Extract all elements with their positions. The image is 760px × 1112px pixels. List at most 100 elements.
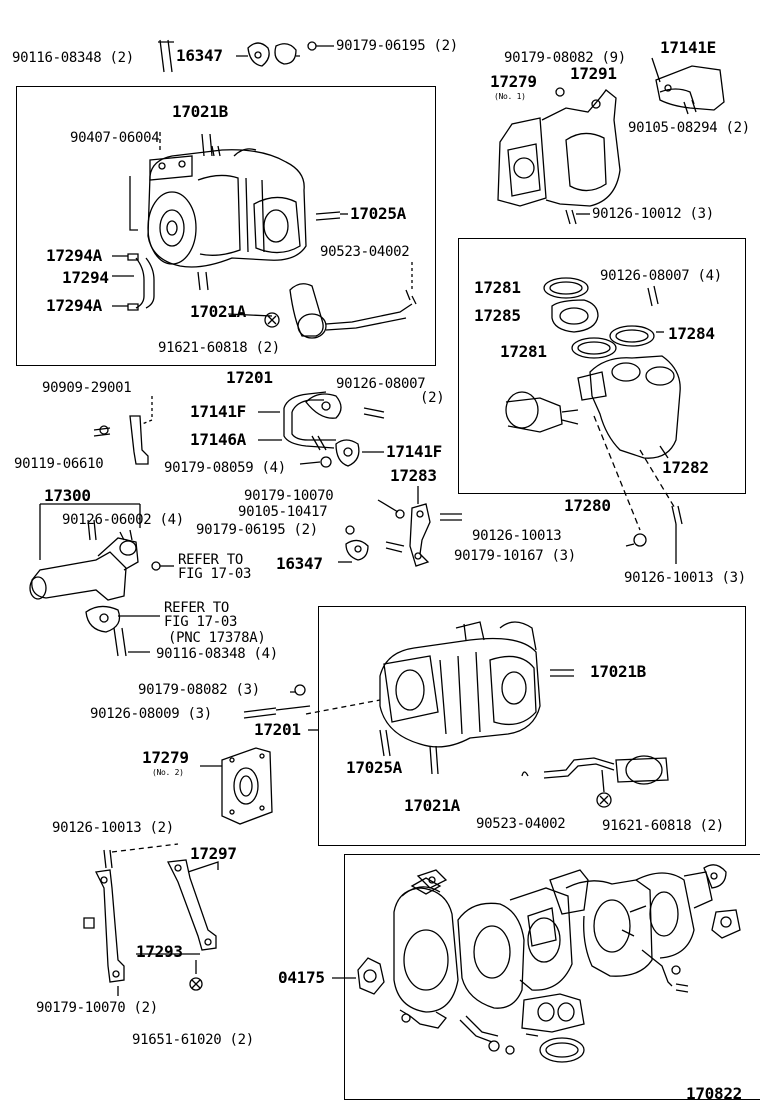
- actuator-lower: [544, 756, 668, 807]
- callout-17280: 17280: [564, 496, 611, 515]
- callout-17300: 17300: [44, 486, 91, 505]
- callout-90179-08059: 90179-08059 (4): [164, 460, 286, 476]
- callout-17025a-upper: 17025A: [350, 204, 406, 223]
- callout-90179-06195-top: 90179-06195 (2): [336, 38, 458, 54]
- stud-17025a-lower: [380, 730, 390, 756]
- callout-90116-08348-mid: 90116-08348 (4): [156, 646, 278, 662]
- figure-number: 170822: [686, 1084, 742, 1103]
- callout-04175: 04175: [278, 968, 325, 987]
- callout-no1-note: (No. 1): [494, 92, 526, 101]
- callout-17279-no2: 17279: [142, 748, 189, 767]
- callout-90523-04002-lower: 90523-04002: [476, 816, 566, 832]
- callout-16347-top: 16347: [176, 46, 223, 65]
- gasket-ring-17284: [610, 326, 654, 346]
- turbocharger-upper: [148, 146, 306, 267]
- callout-pnc-17378a: (PNC 17378A): [168, 630, 266, 646]
- callout-17021a-upper: 17021A: [190, 302, 246, 321]
- manifold-17282: [578, 356, 680, 458]
- nut-90179-10167: [634, 534, 646, 546]
- bracket-90909-29001: [130, 396, 152, 464]
- stud-top-left: [158, 40, 174, 72]
- clip-90523-lower: [522, 772, 528, 776]
- nut-90179-08059: [321, 457, 331, 467]
- nut-90179-06195-mid: [346, 526, 354, 534]
- callout-16347-mid: 16347: [276, 554, 323, 573]
- callout-17281-mid: 17281: [500, 342, 547, 361]
- callout-90126-10012: 90126-10012 (3): [592, 206, 714, 222]
- callout-refer-to-2: REFER TO: [164, 600, 230, 616]
- nut-90179-10070-lower: [84, 918, 94, 928]
- callout-17141e: 17141E: [660, 38, 716, 57]
- callout-90126-10013-manifold: 90126-10013 (3): [624, 570, 746, 586]
- callout-17294: 17294: [62, 268, 109, 287]
- heat-shield-17141e: [656, 66, 724, 114]
- callout-17291: 17291: [570, 64, 617, 83]
- callout-17285: 17285: [474, 306, 521, 325]
- exhaust-manifold-17279-no2: [222, 748, 272, 824]
- oil-pipe-17141f-17146a: [284, 392, 359, 466]
- callout-90116-08348-top: 90116-08348 (2): [12, 50, 134, 66]
- stud-90126-08007-mid: [364, 408, 384, 418]
- gasket-16347-top: [248, 43, 296, 66]
- callout-17141f-top: 17141F: [190, 402, 246, 421]
- callout-fig-17-03-2: FIG 17-03: [164, 614, 238, 630]
- stud-90126-10013-lower: [104, 850, 112, 868]
- callout-no2-note: (No. 2): [152, 768, 184, 777]
- bracket-17293: [96, 870, 124, 982]
- bolt-91651: [190, 978, 202, 990]
- callout-17141f-bottom: 17141F: [386, 442, 442, 461]
- callout-17021b-lower: 17021B: [590, 662, 646, 681]
- callout-17282: 17282: [662, 458, 709, 477]
- callout-90126-08009: 90126-08009 (3): [90, 706, 212, 722]
- callout-17201-lower: 17201: [254, 720, 301, 739]
- callout-90909-29001: 90909-29001: [42, 380, 132, 396]
- exhaust-manifold-box: [458, 238, 746, 494]
- callout-90126-06002: 90126-06002 (4): [62, 512, 184, 528]
- callout-90179-08082-lower: 90179-08082 (3): [138, 682, 260, 698]
- turbocharger-lower: [380, 622, 540, 747]
- gasket-kit-box: [344, 854, 760, 1100]
- bolt-90179-10070: [396, 510, 404, 518]
- gasket-kit-04175: [358, 865, 740, 1062]
- callout-17297: 17297: [190, 844, 237, 863]
- callout-90179-08082-top: 90179-08082 (9): [504, 50, 626, 66]
- callout-90126-08007-manifold: 90126-08007 (4): [600, 268, 722, 284]
- callout-17281-top: 17281: [474, 278, 521, 297]
- exhaust-pipe-17291: [542, 90, 620, 206]
- nut-top: [308, 42, 316, 50]
- bracket-17297: [168, 860, 216, 950]
- callout-90179-10167: 90179-10167 (3): [454, 548, 576, 564]
- elbow-pipe-17300: [30, 504, 140, 600]
- actuator-upper: [265, 284, 416, 338]
- callout-fig-17-03-1: FIG 17-03: [178, 566, 252, 582]
- actuator-manifold: [506, 392, 578, 432]
- callout-17025a-lower: 17025A: [346, 758, 402, 777]
- stud-17021a-lower: [430, 746, 438, 774]
- callout-17294a-2: 17294A: [46, 296, 102, 315]
- nut-90179-08082-lower: [295, 685, 305, 695]
- callout-90105-08294: 90105-08294 (2): [628, 120, 750, 136]
- turbo-assembly-upper-box: [16, 86, 436, 366]
- callout-90523-04002-upper: 90523-04002: [320, 244, 410, 260]
- callout-90407-06004: 90407-06004: [70, 130, 160, 146]
- callout-90126-08007-mid: 90126-08007: [336, 376, 426, 392]
- callout-17279-no1: 17279: [490, 72, 537, 91]
- stud-90126-08007: [648, 286, 658, 306]
- stud-90126-10013-b: [672, 506, 682, 524]
- callout-91621-60818-lower: 91621-60818 (2): [602, 818, 724, 834]
- upper-hose-and-clamps: [128, 254, 154, 310]
- bolt-90407: [130, 176, 138, 230]
- callout-90179-06195-mid: 90179-06195 (2): [196, 522, 318, 538]
- bolt-90105-10417: [386, 542, 404, 552]
- callout-90179-10070-lower: 90179-10070 (2): [36, 1000, 158, 1016]
- stud-90116-08348-mid: [114, 628, 126, 656]
- callout-90126-10013-lower: 90126-10013 (2): [52, 820, 174, 836]
- stud-90126-08009: [244, 708, 276, 718]
- nut-refer-fig: [152, 562, 160, 570]
- callout-90105-10417: 90105-10417: [238, 504, 328, 520]
- callout-refer-to-1: REFER TO: [178, 552, 244, 568]
- flange-17285: [552, 300, 598, 332]
- callout-17021b-upper: 17021B: [172, 102, 228, 121]
- callout-91621-60818-upper: 91621-60818 (2): [158, 340, 280, 356]
- stud-17021a-upper: [198, 272, 208, 290]
